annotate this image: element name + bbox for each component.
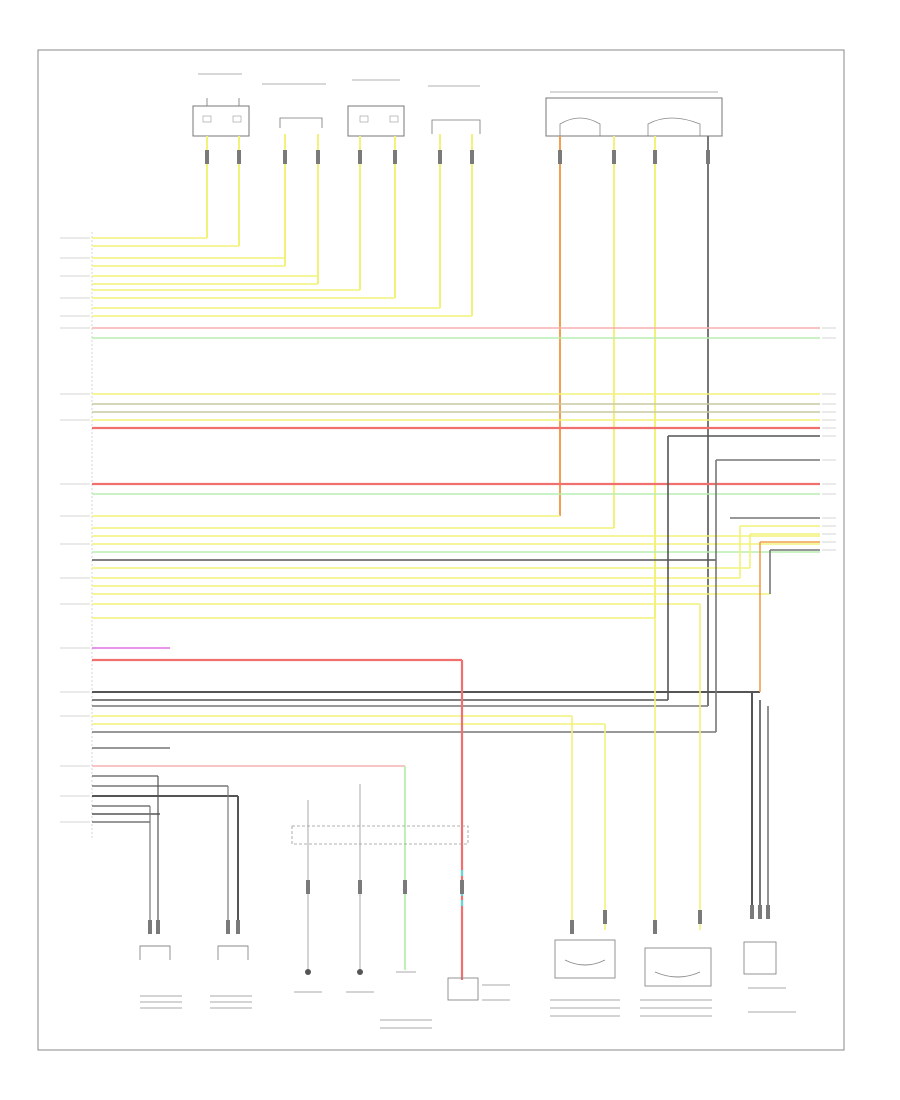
right-front-airbag-sensor — [210, 945, 252, 1009]
left-front-belt-pretensioner-connector — [262, 83, 326, 128]
bottom-pin-markers — [148, 880, 770, 934]
pin-markers — [205, 150, 710, 164]
spiral-cable-connector — [545, 91, 723, 137]
right-vertical-wires — [571, 436, 820, 930]
combination-meter — [380, 971, 432, 1029]
left-front-seat-connector — [192, 73, 250, 137]
passenger-airbag-indicator — [447, 977, 510, 1001]
lower-instrument-panel-airbag-center — [640, 947, 712, 1017]
ground-point-2 — [346, 969, 374, 993]
right-terminal-ticks — [822, 327, 836, 551]
junction-connector — [291, 825, 469, 845]
top-connectors — [192, 73, 723, 137]
airbag-ecu-pin-ticks — [60, 237, 90, 823]
right-front-seat-connector — [347, 79, 405, 137]
left-front-airbag-sensor — [139, 945, 182, 1009]
seat-position-sensor — [743, 941, 796, 1013]
center-bottom-wires — [149, 660, 469, 980]
diagram-frame — [37, 49, 845, 1051]
bottom-components — [139, 939, 796, 1029]
horizontal-wires — [92, 237, 820, 823]
lower-instrument-panel-airbag-right — [550, 939, 620, 1017]
left-side-airbag-connector — [428, 85, 481, 134]
ground-point-1 — [294, 969, 322, 993]
